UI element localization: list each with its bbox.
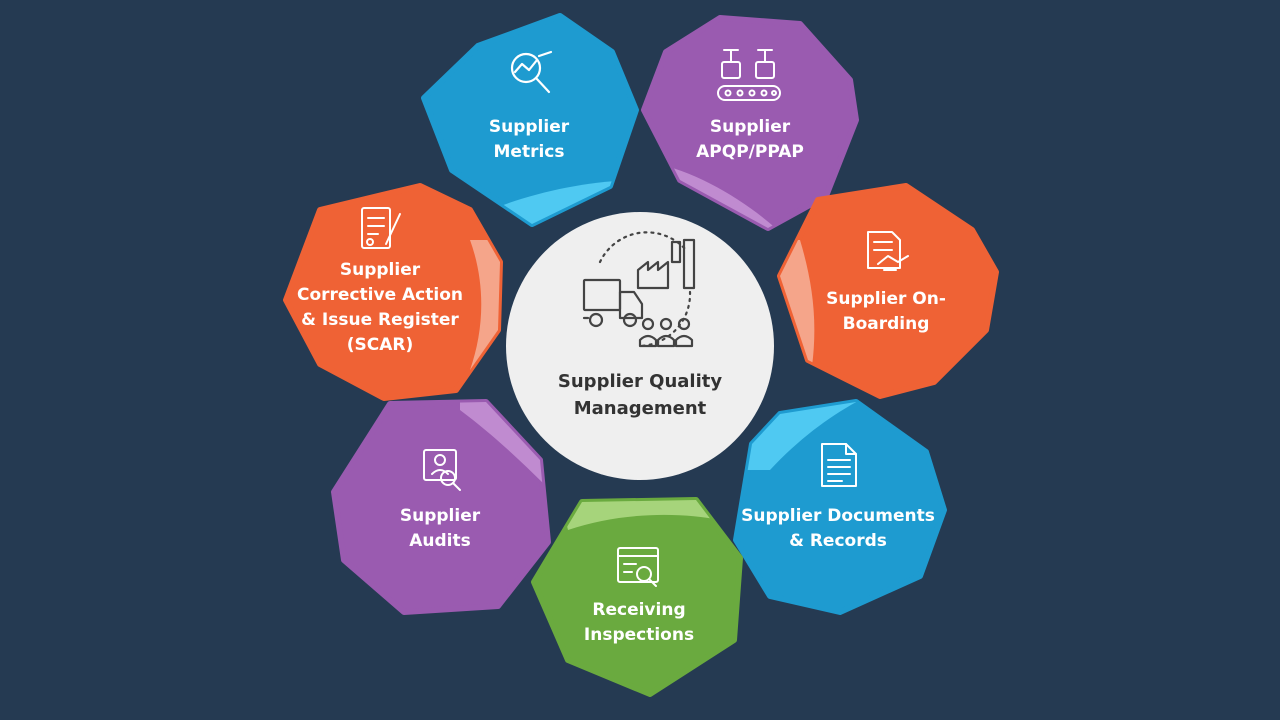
center-title-line-2: Management bbox=[574, 398, 707, 419]
screen-magnifier-icon bbox=[617, 547, 659, 587]
segment-supplier-apqp-ppap[interactable]: Supplier APQP/PPAP bbox=[640, 15, 859, 232]
segment-label-line-2: Boarding bbox=[843, 314, 930, 334]
segment-label-line-3: & Issue Register bbox=[301, 310, 459, 330]
segment-label-line-1: Supplier Documents bbox=[741, 506, 935, 526]
segment-label-line-2: & Records bbox=[789, 531, 887, 551]
segment-label-line-2: Metrics bbox=[494, 142, 565, 162]
segment-label-line-2: Corrective Action bbox=[297, 285, 463, 305]
center-hub: Supplier Quality Management bbox=[506, 212, 774, 480]
audit-clipboard-icon bbox=[423, 449, 461, 491]
segment-label-line-2: Inspections bbox=[584, 625, 694, 645]
segment-label-line-1: Supplier bbox=[489, 117, 570, 137]
segment-label-line-4: (SCAR) bbox=[347, 335, 414, 355]
segment-shape bbox=[531, 497, 743, 697]
segment-accent bbox=[560, 500, 720, 530]
center-title-line-1: Supplier Quality bbox=[558, 371, 722, 392]
segment-supplier-documents-records[interactable]: Supplier Documents & Records bbox=[733, 399, 947, 615]
segment-label-line-1: Supplier On- bbox=[826, 289, 946, 309]
robot-arm-conveyor-icon bbox=[717, 49, 781, 101]
document-icon bbox=[821, 443, 857, 487]
document-handshake-icon bbox=[867, 231, 909, 271]
truck-factory-people-icon bbox=[582, 231, 696, 348]
segment-supplier-on-boarding[interactable]: Supplier On- Boarding bbox=[777, 183, 999, 399]
segment-accent bbox=[470, 240, 500, 370]
segment-label-line-1: Receiving bbox=[592, 600, 685, 620]
segment-label-line-1: Supplier bbox=[710, 117, 791, 137]
segment-receiving-inspections[interactable]: Receiving Inspections bbox=[531, 497, 743, 697]
segment-shape bbox=[733, 399, 947, 615]
magnifier-chart-icon bbox=[510, 50, 553, 94]
segment-label-line-1: Supplier bbox=[400, 506, 481, 526]
segment-supplier-audits[interactable]: Supplier Audits bbox=[331, 399, 560, 615]
form-pen-icon bbox=[361, 207, 401, 249]
segment-label-line-2: Audits bbox=[409, 531, 471, 551]
segment-label-line-1: Supplier bbox=[340, 260, 421, 280]
segment-label-line-2: APQP/PPAP bbox=[696, 142, 804, 162]
segment-supplier-scar[interactable]: Supplier Corrective Action & Issue Regis… bbox=[283, 183, 510, 401]
segment-shape bbox=[641, 15, 859, 231]
